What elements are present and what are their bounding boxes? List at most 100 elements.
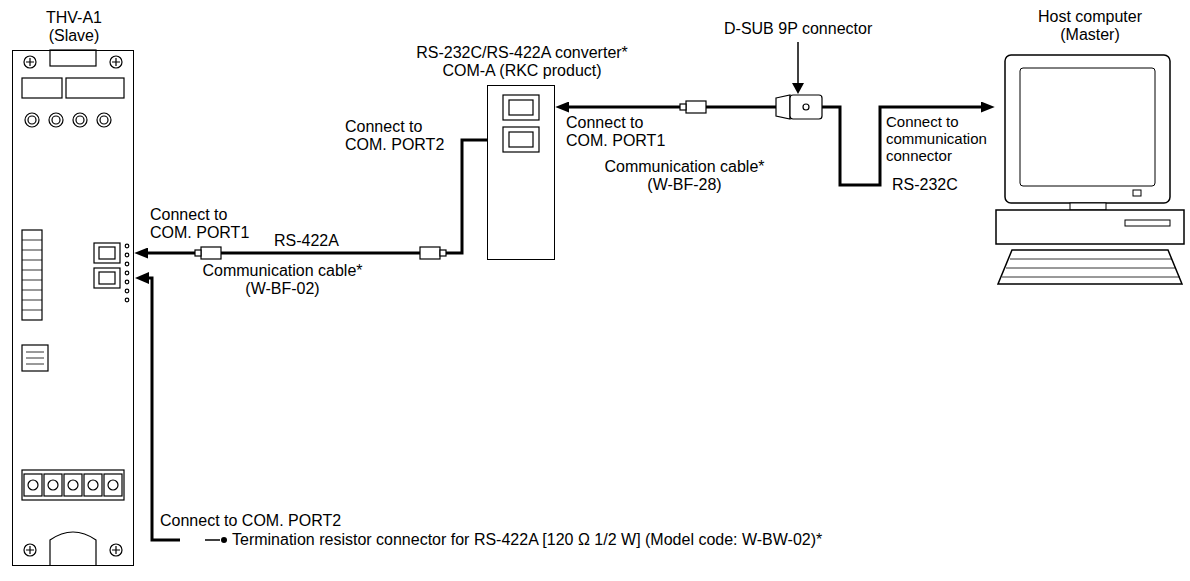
controller-details	[22, 345, 48, 371]
controller-details	[88, 480, 98, 490]
converter-ports	[503, 95, 539, 120]
computer-illustration	[1125, 220, 1170, 226]
controller-details	[26, 352, 44, 364]
controller-details	[84, 474, 102, 496]
controller-details	[94, 243, 120, 263]
node-heading: Host computer (Master)	[1028, 8, 1153, 44]
controller-details	[125, 289, 129, 293]
controller-details	[24, 474, 42, 496]
controller-details	[104, 474, 122, 496]
controller-details	[125, 271, 129, 275]
callout-label: Connect to COM. PORT2	[160, 512, 341, 530]
controller-details	[110, 56, 122, 68]
converter-ports	[509, 132, 533, 147]
controller-details	[28, 116, 36, 124]
controller-details	[125, 244, 129, 248]
cable-plug	[195, 247, 221, 259]
controller-details	[25, 113, 39, 127]
controller-details	[94, 268, 120, 288]
converter-box: RS-232C/RS-422A converter* COM-A (RKC pr…	[487, 85, 555, 260]
controller-details	[24, 56, 36, 68]
computer-illustration	[996, 55, 1184, 284]
callout-label: Connect to COM. PORT1	[566, 114, 671, 150]
computer-illustration	[1070, 203, 1106, 210]
controller-details	[22, 78, 62, 98]
computer-illustration	[1005, 55, 1170, 203]
controller-details	[50, 50, 96, 66]
controller-details	[24, 544, 36, 556]
node-heading: RS-232C/RS-422A converter* COM-A (RKC pr…	[407, 44, 637, 80]
controller-details	[26, 546, 34, 554]
controller-details	[99, 247, 115, 259]
controller-details	[49, 113, 63, 127]
termination-marks	[221, 537, 227, 543]
controller-unit: THV-A1 (Slave)	[12, 50, 134, 566]
controller-details	[76, 116, 84, 124]
controller-details	[22, 50, 129, 566]
host-computer: Host computer (Master)	[995, 50, 1185, 285]
controller-details	[112, 546, 120, 554]
dsub-leader	[792, 42, 804, 94]
dsub-leader	[797, 42, 799, 86]
cable-connector	[148, 140, 487, 253]
controller-details	[22, 230, 42, 320]
dsub-connector	[776, 95, 822, 119]
controller-details	[99, 272, 115, 284]
controller-details	[73, 113, 87, 127]
controller-details	[44, 474, 62, 496]
converter-ports	[503, 127, 539, 152]
controller-details	[48, 480, 58, 490]
controller-details	[112, 58, 120, 66]
callout-label: Connect to COM. PORT1	[150, 206, 255, 242]
dsub-connector	[790, 95, 822, 119]
callout-label: Termination resistor connector for RS-42…	[232, 531, 822, 549]
callout-label: Communication cable* (W-BF-28)	[597, 158, 772, 194]
cable-plug	[420, 247, 440, 259]
cable-plug	[680, 104, 686, 110]
termination-leader	[148, 278, 220, 540]
cable-plug	[195, 250, 201, 256]
converter-ports	[509, 100, 533, 115]
computer-illustration	[996, 210, 1184, 244]
termination-leader	[148, 278, 180, 540]
computer-illustration	[1002, 259, 1180, 277]
termination-marks	[135, 272, 227, 543]
cable-plug	[440, 250, 446, 256]
controller-details	[50, 532, 96, 566]
controller-details	[110, 544, 122, 556]
dsub-connector	[776, 95, 790, 119]
cable-plug	[680, 101, 706, 113]
controller-details	[52, 116, 60, 124]
computer-illustration	[1020, 68, 1155, 186]
cable-plug	[686, 101, 706, 113]
callout-label: Communication cable* (W-BF-02)	[195, 262, 370, 298]
node-heading: THV-A1 (Slave)	[34, 9, 114, 45]
termination-leader	[205, 539, 220, 541]
controller-details	[125, 280, 129, 284]
converter-ports	[503, 95, 539, 152]
callout-label: Connect to COM. PORT2	[345, 118, 450, 154]
controller-details	[125, 298, 129, 302]
cable-plug	[201, 247, 221, 259]
controller-details	[100, 116, 108, 124]
callout-label: Connect to communication connector	[886, 113, 990, 164]
dsub-connector	[803, 104, 809, 110]
controller-details	[125, 253, 129, 257]
signal-label: RS-232C	[890, 176, 960, 194]
computer-illustration	[998, 250, 1182, 284]
cable-plug	[420, 247, 446, 259]
dsub-leader	[792, 83, 804, 94]
termination-marks	[135, 272, 149, 284]
controller-details	[64, 474, 82, 496]
controller-details	[22, 240, 42, 310]
controller-details	[108, 480, 118, 490]
controller-details	[28, 480, 38, 490]
controller-details	[125, 262, 129, 266]
signal-label: RS-422A	[272, 232, 341, 250]
controller-details	[68, 480, 78, 490]
